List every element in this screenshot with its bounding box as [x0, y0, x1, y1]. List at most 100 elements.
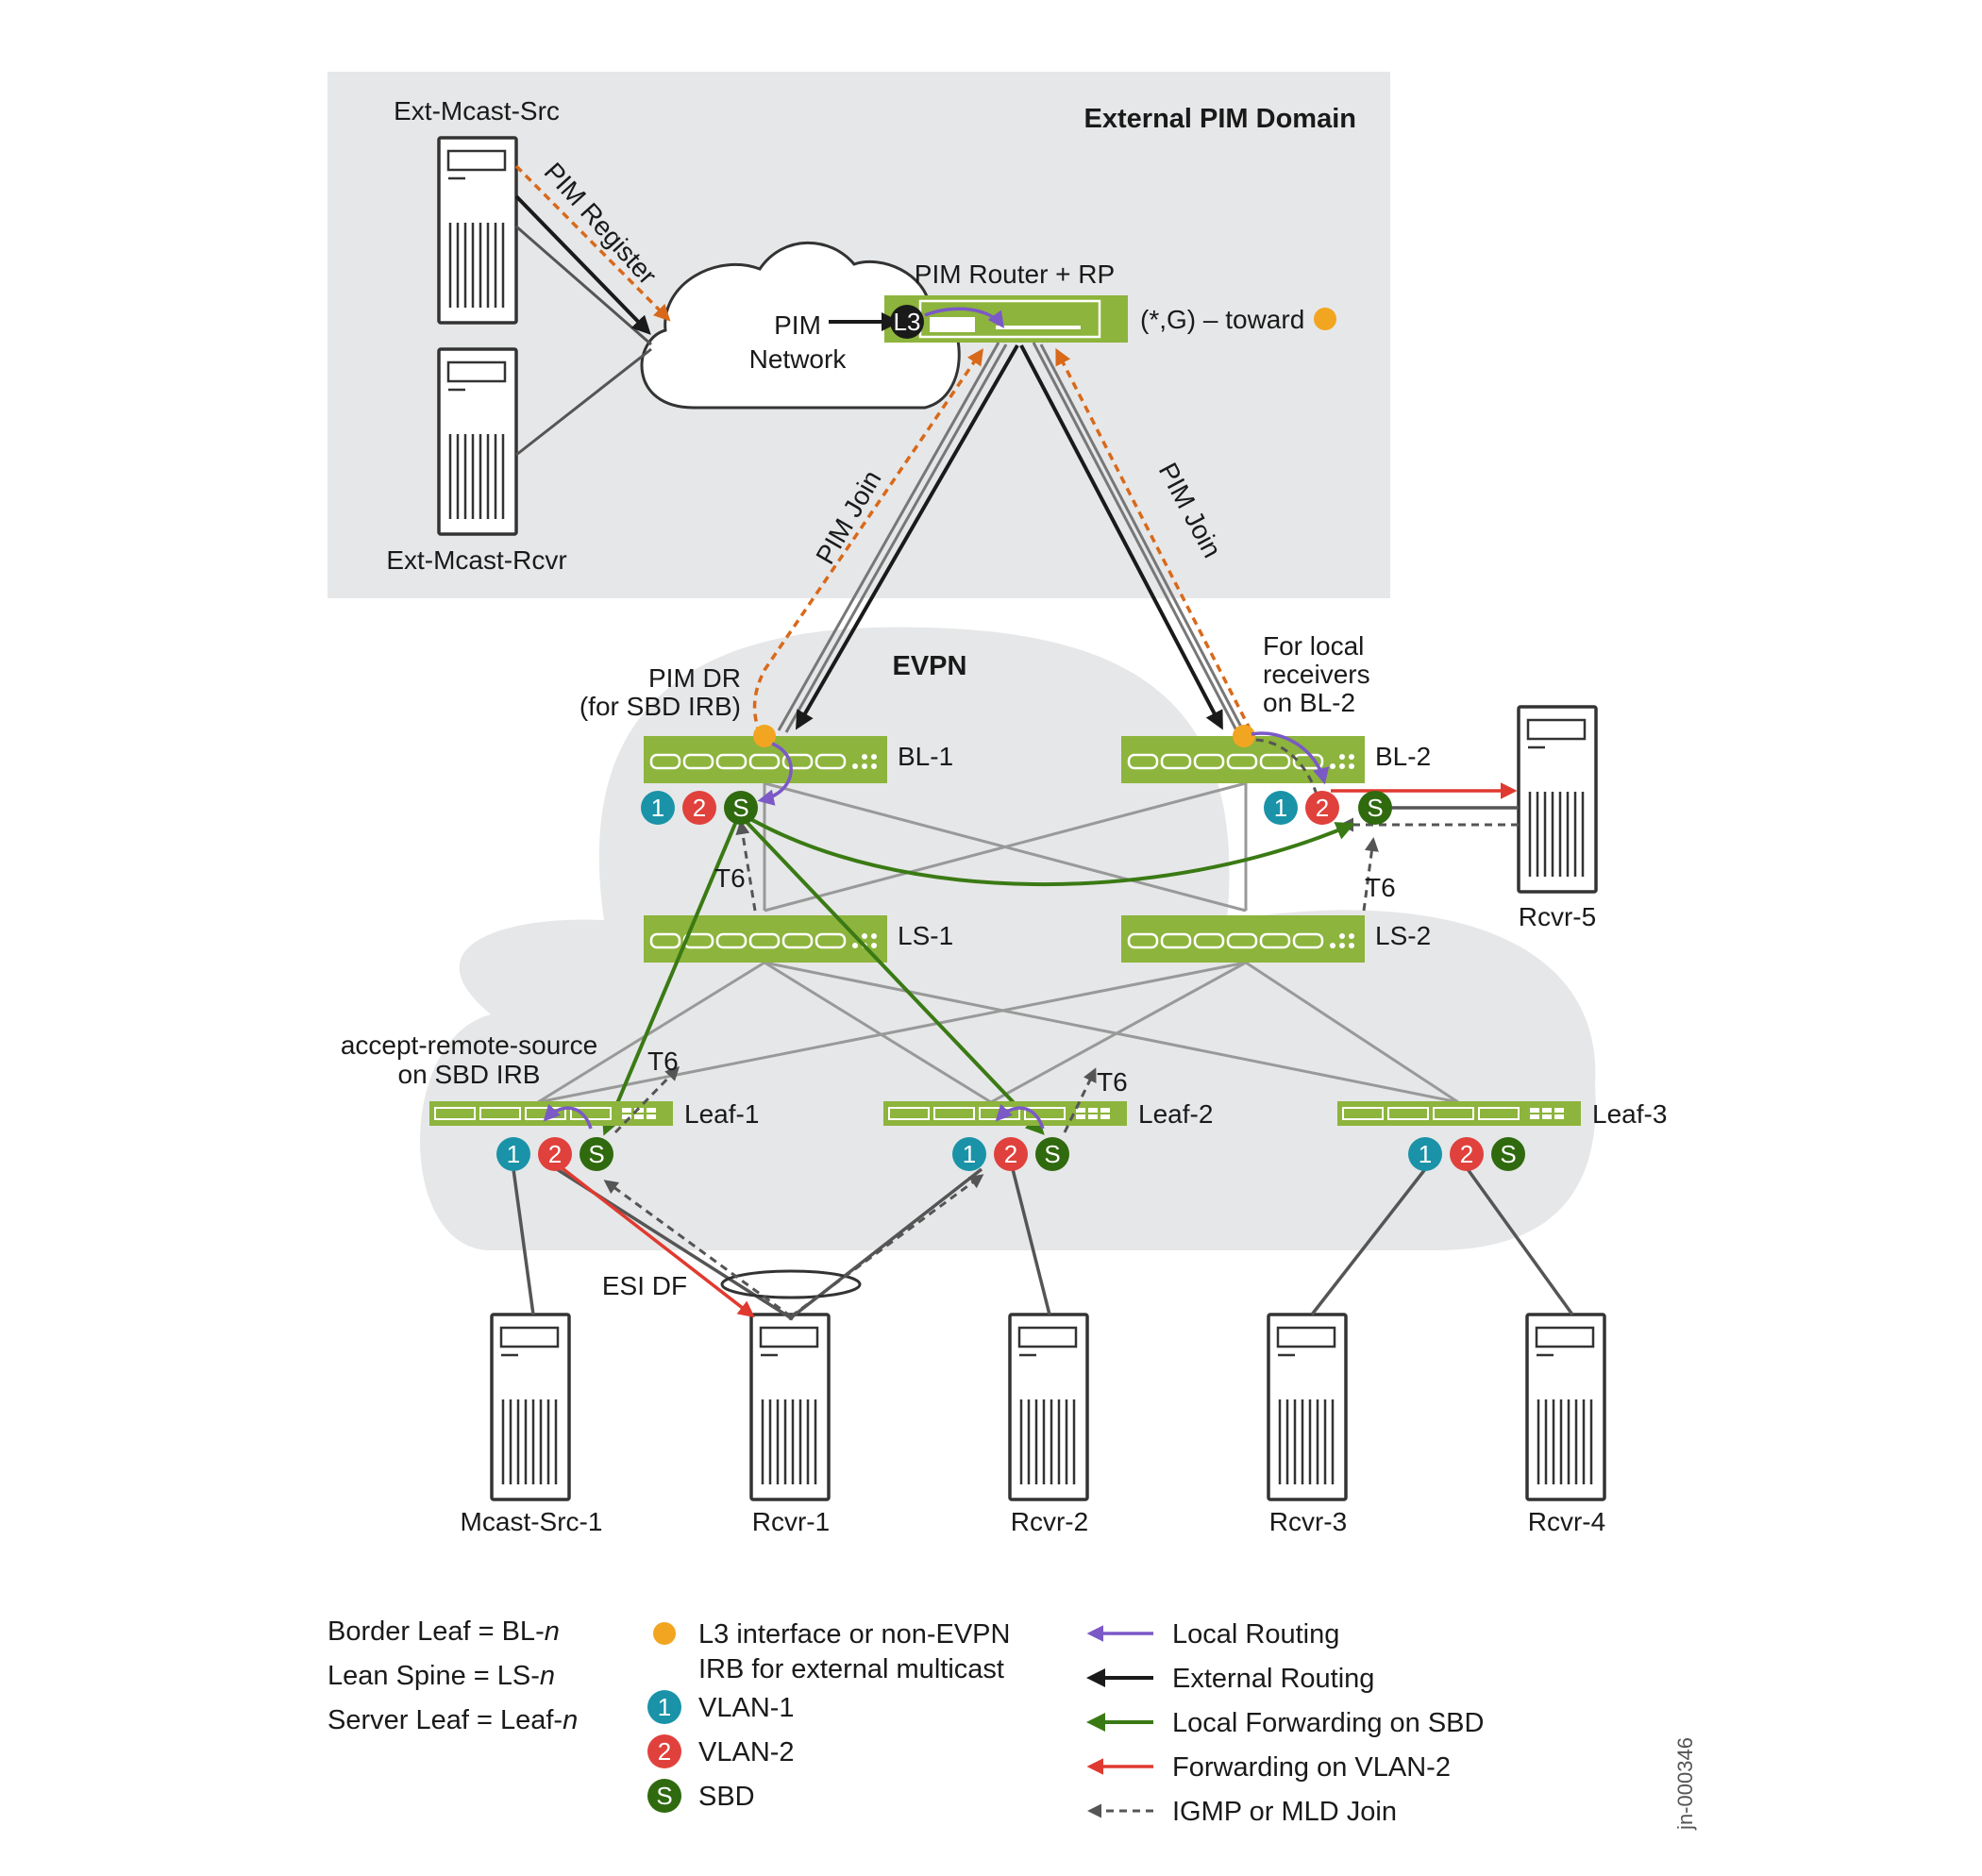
pim-router-title: PIM Router + RP	[915, 260, 1115, 289]
badge-sbd-leaf3: S	[1500, 1140, 1516, 1168]
arrow-pim-join-bl2	[1055, 347, 1252, 731]
legend-forwarding-vlan2-label: Forwarding on VLAN-2	[1172, 1752, 1451, 1783]
legend-l3-dot	[653, 1622, 676, 1645]
ls2-label: LS-2	[1375, 921, 1431, 950]
badge-vlan1-leaf1: 1	[507, 1140, 520, 1168]
bl1-local-routing-arrow	[757, 742, 793, 806]
badge-vlan2-bl2: 2	[1316, 794, 1329, 822]
legend-vlan2-label: VLAN-2	[698, 1737, 795, 1767]
pim-router-toward-label: (*,G) – toward	[1140, 305, 1304, 334]
badge-vlan1-bl2: 1	[1274, 794, 1287, 822]
link-router-bl1-gray-1	[777, 342, 1000, 731]
router-local-routing-arrow	[924, 307, 1005, 328]
arrow-pim-join-bl1	[752, 348, 983, 735]
legend-vlan2-badge-text: 2	[658, 1737, 671, 1766]
legend-definitions: Border Leaf = BL-n Lean Spine = LS-n Ser…	[328, 1616, 578, 1735]
accept-remote-source-label-1: accept-remote-source	[341, 1030, 597, 1060]
external-pim-domain-title: External PIM Domain	[1084, 104, 1356, 134]
accept-remote-source-label-2: on SBD IRB	[398, 1060, 541, 1089]
badge-sbd-bl1: S	[732, 794, 748, 822]
ext-mcast-rcvr-server	[437, 347, 518, 536]
arrow-pim-register	[514, 164, 671, 322]
local-receivers-label-3: on BL-2	[1263, 688, 1355, 717]
local-receivers-label-2: receivers	[1263, 660, 1370, 689]
badge-sbd-leaf1: S	[588, 1140, 604, 1168]
rcvr5-server	[1517, 705, 1598, 894]
legend-sbd-badge	[647, 1779, 681, 1813]
legend-def-server-leaf: Server Leaf = Leaf-n	[328, 1705, 578, 1735]
legend-igmp-join-label: IGMP or MLD Join	[1172, 1797, 1397, 1827]
badge-sbd-leaf2: S	[1044, 1140, 1060, 1168]
pim-router-ports	[996, 326, 1081, 329]
legend-sbd-label: SBD	[698, 1782, 755, 1812]
device-badges: 1 2 S 1 2 S 1 2 S 1 2 S 1 2 S	[496, 791, 1525, 1171]
rcvr1-server	[749, 1313, 831, 1501]
bl2-l3-dot	[1233, 725, 1255, 747]
leaf1-local-routing-arrow	[543, 1103, 593, 1130]
t6-label-leaf2: T6	[1097, 1067, 1128, 1097]
badge-vlan2-leaf1: 2	[548, 1140, 562, 1168]
local-receivers-label-1: For local	[1263, 631, 1364, 661]
legend-def-lean-spine: Lean Spine = LS-n	[328, 1661, 555, 1691]
t6-label-bl1: T6	[714, 863, 746, 893]
l3-badge-circle	[890, 305, 924, 339]
rcvr1-label: Rcvr-1	[752, 1507, 830, 1536]
mcast-src1-server	[490, 1313, 571, 1501]
toward-l3-dot	[1314, 308, 1336, 330]
arrow-t6-ls1-to-bl1	[735, 820, 757, 912]
link-router-bl2-gray-2	[1039, 343, 1246, 733]
link-ext-src-cloud	[515, 225, 652, 346]
legend-l3-line2: IRB for external multicast	[698, 1654, 1004, 1684]
arrow-ext-src-black	[514, 194, 651, 335]
rcvr4-server	[1525, 1313, 1606, 1501]
rcvr3-server	[1267, 1313, 1348, 1501]
pim-network-label-1: PIM	[774, 310, 821, 340]
badge-vlan2-leaf2: 2	[1004, 1140, 1017, 1168]
ext-mcast-src-server	[437, 136, 518, 325]
badge-vlan1-leaf3: 1	[1419, 1140, 1432, 1168]
badge-vlan1-bl1: 1	[651, 794, 664, 822]
arrow-sbd-bl1-to-leaf2	[742, 817, 1045, 1135]
evpn-title: EVPN	[893, 651, 967, 681]
badge-vlan1-leaf2: 1	[963, 1140, 976, 1168]
rcvr3-label: Rcvr-3	[1269, 1507, 1347, 1536]
arrow-sbd-bl1-to-leaf1	[602, 818, 739, 1136]
legend-def-border-leaf: Border Leaf = BL-n	[328, 1616, 560, 1647]
pim-router	[884, 295, 1128, 343]
arrow-rcvr1-igmp-join-leaf1	[603, 1180, 792, 1318]
arrow-leaf1-to-rcvr1-vlan2	[553, 1161, 755, 1318]
bl2-igmp-join-arrow	[1254, 738, 1319, 796]
bl1-l3-dot	[753, 725, 776, 747]
link-router-bl2-gray-1	[1032, 342, 1238, 731]
leaf2-label: Leaf-2	[1138, 1099, 1213, 1129]
arrow-t6-ls2-to-bl2	[1362, 837, 1379, 912]
leaf3-switch	[1336, 1100, 1582, 1127]
rcvr4-label: Rcvr-4	[1528, 1507, 1605, 1536]
legend-local-forwarding-label: Local Forwarding on SBD	[1172, 1708, 1484, 1738]
badge-vlan2-leaf3: 2	[1460, 1140, 1473, 1168]
ext-mcast-src-label: Ext-Mcast-Src	[394, 96, 560, 126]
legend-vlan1-badge	[647, 1690, 681, 1724]
legend-sbd-badge-text: S	[656, 1782, 672, 1810]
t6-label-bl2: T6	[1365, 873, 1396, 902]
rcvr5-label: Rcvr-5	[1519, 902, 1596, 931]
esi-lag-ellipse	[720, 1269, 862, 1299]
rcvr2-server	[1008, 1313, 1089, 1501]
legend-vlan2-badge	[647, 1734, 681, 1768]
fabric-links	[537, 781, 1459, 1104]
arrow-t6-leaf1	[613, 1065, 680, 1134]
legend-l3-line1: L3 interface or non-EVPN	[698, 1619, 1010, 1650]
ext-mcast-rcvr-label: Ext-Mcast-Rcvr	[386, 545, 566, 575]
rcvr2-label: Rcvr-2	[1011, 1507, 1088, 1536]
ls1-label: LS-1	[898, 921, 953, 950]
arrow-router-to-bl2-external	[1019, 344, 1223, 730]
legend-arrows: Local Routing External Routing Local For…	[1086, 1619, 1484, 1827]
legend-local-routing-label: Local Routing	[1172, 1619, 1339, 1650]
legend-vlan1-badge-text: 1	[658, 1693, 671, 1721]
t6-label-leaf1: T6	[647, 1047, 679, 1076]
badge-sbd-bl2: S	[1367, 794, 1383, 822]
legend-vlan1-label: VLAN-1	[698, 1693, 795, 1723]
esi-df-label: ESI DF	[602, 1271, 687, 1300]
pim-network-label-2: Network	[749, 344, 848, 374]
